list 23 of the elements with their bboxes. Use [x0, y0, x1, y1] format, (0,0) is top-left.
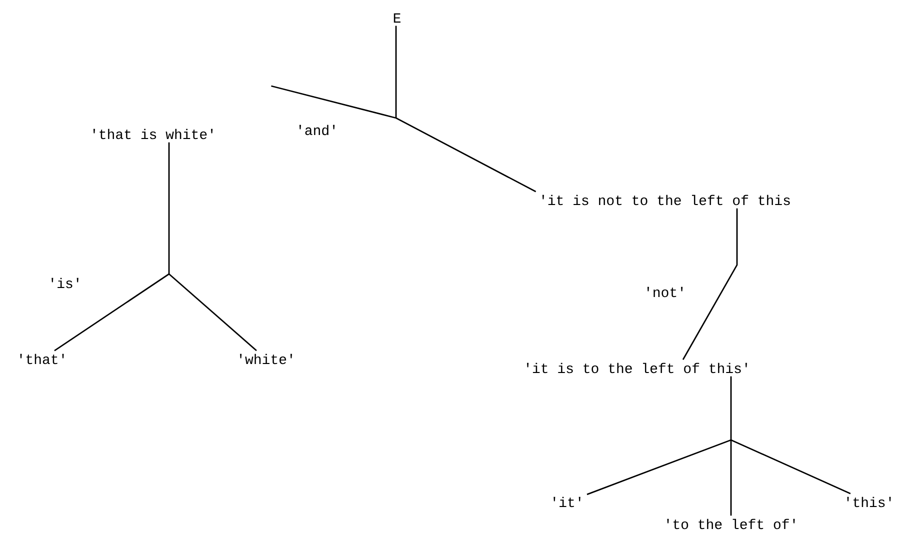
operator-label: 'is'	[52, 278, 78, 288]
node-text: 'it'	[554, 496, 580, 508]
branch-line	[271, 85, 396, 119]
node-text: 'this'	[847, 496, 891, 508]
node-text: 'that'	[20, 354, 64, 364]
node-text: E	[394, 13, 400, 23]
branch-line	[586, 439, 732, 496]
trunk-line	[730, 376, 732, 440]
node-text: 'it is to the left of this'	[527, 362, 747, 374]
operator-label: 'not'	[647, 286, 683, 298]
branch-line	[396, 117, 536, 192]
branch-line	[54, 273, 170, 352]
trunk-line	[395, 26, 397, 118]
branch-line	[682, 208, 738, 360]
trunk-line	[168, 142, 170, 274]
branch-line	[730, 439, 851, 494]
branch-line	[730, 440, 732, 516]
operator-label: 'and'	[299, 124, 335, 136]
node-text: 'it is not to the left of this	[542, 194, 790, 206]
branch-line	[168, 273, 257, 352]
node-text: 'to the left of'	[667, 518, 795, 530]
node-text: 'white'	[240, 354, 292, 364]
node-text: 'that is white'	[93, 128, 213, 140]
